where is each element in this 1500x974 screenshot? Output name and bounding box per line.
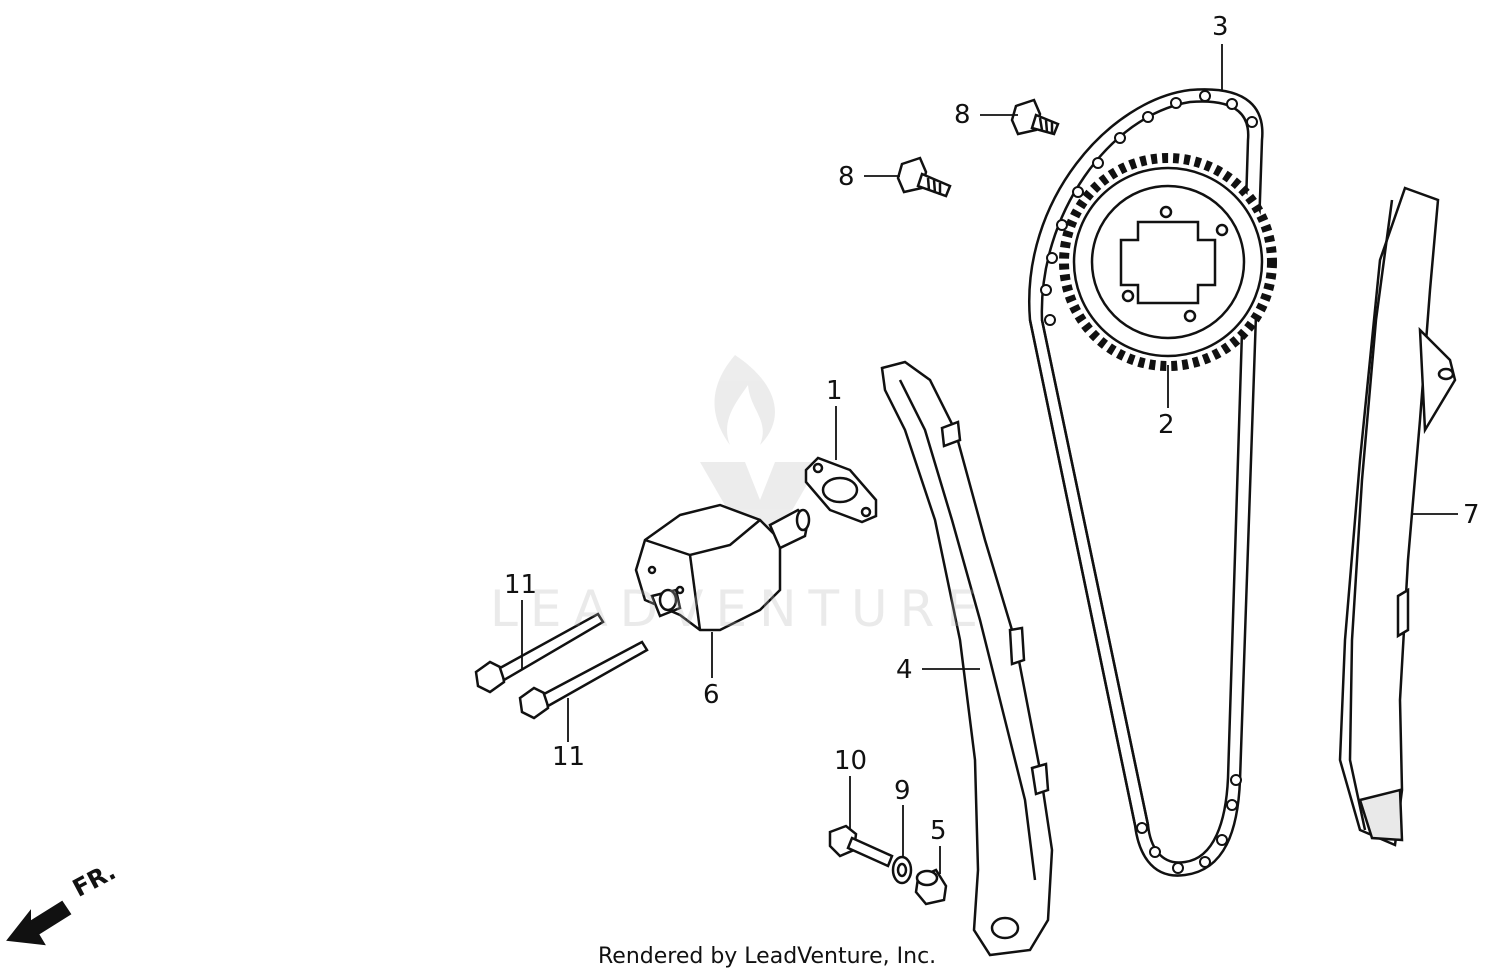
leader-lines: [521, 44, 1458, 874]
callout-11-upper: 11: [504, 570, 538, 600]
callout-6: 6: [703, 680, 720, 710]
cam-chain-links: [1040, 90, 1258, 874]
callout-3: 3: [1212, 12, 1229, 42]
callout-8-upper: 8: [954, 100, 971, 130]
lifter-bolt-lower: [518, 640, 649, 720]
callout-1: 1: [826, 376, 843, 406]
callout-10: 10: [834, 746, 868, 776]
callout-2: 2: [1158, 410, 1175, 440]
callout-5: 5: [930, 816, 947, 846]
callout-7: 7: [1463, 500, 1480, 530]
sprocket-bolt-upper: [1010, 98, 1060, 136]
callout-8-lower: 8: [838, 162, 855, 192]
sprocket-bolt-lower: [896, 156, 952, 198]
watermark-logo: [700, 355, 820, 540]
collar: [914, 868, 948, 906]
washer: [891, 855, 913, 885]
cam-sprocket: [1059, 153, 1277, 371]
cam-chain: [1027, 88, 1264, 877]
callout-4: 4: [896, 655, 913, 685]
render-credit: Rendered by LeadVenture, Inc.: [598, 944, 937, 969]
pivot-bolt: [828, 824, 894, 868]
chain-tensioner-slipper: [880, 360, 1054, 957]
callout-11-lower: 11: [552, 742, 586, 772]
tensioner-lifter: [634, 503, 811, 632]
watermark-text: LEADVENTURE: [490, 580, 990, 638]
front-direction-arrow: [6, 900, 72, 946]
lifter-bolt-upper: [474, 612, 605, 694]
callout-9: 9: [894, 776, 911, 806]
tensioner-gasket: [804, 456, 878, 524]
cam-chain-guide: [1338, 186, 1457, 847]
